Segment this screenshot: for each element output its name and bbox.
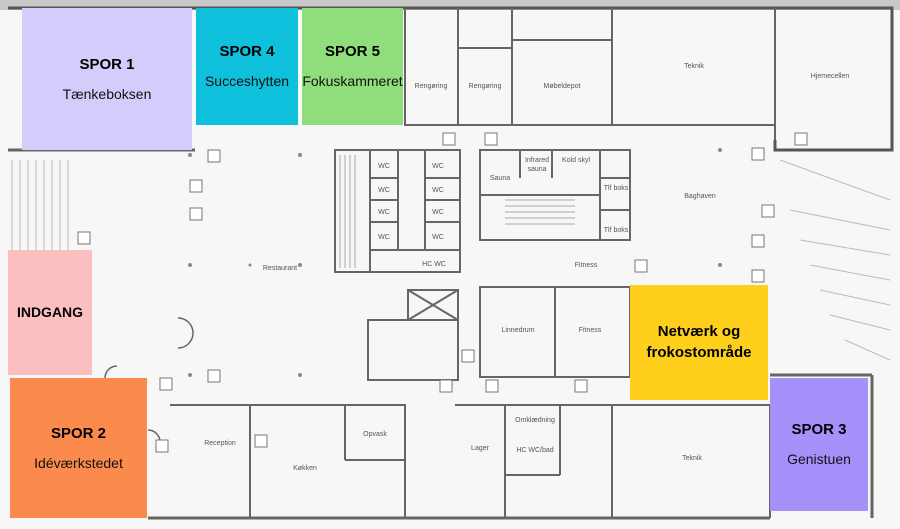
zone-spor3[interactable]: SPOR 3 Genistuen	[770, 378, 868, 511]
zone-netvaerk-line2: frokostområde	[646, 343, 752, 361]
zone-spor3-name: Genistuen	[787, 451, 851, 468]
room-label-wc: WC	[432, 163, 444, 170]
room-label-sauna: Sauna	[490, 175, 510, 182]
room-label-teknik-top: Teknik	[684, 63, 704, 70]
room-label-rengoring-1: Rengøring	[415, 83, 448, 90]
room-label-wc: WC	[378, 187, 390, 194]
zone-indgang-title: INDGANG	[16, 304, 84, 321]
zone-netvaerk-line1: Netværk og	[657, 323, 741, 341]
zone-spor4-title: SPOR 4	[219, 43, 275, 61]
room-label-wc: WC	[432, 187, 444, 194]
room-label-kold-skyl: Kold skyl	[562, 157, 590, 164]
room-label-rengoring-2: Rengøring	[469, 83, 502, 90]
room-label-infrared-1: Infrared	[525, 157, 549, 164]
room-label-fitness-2: Fitness	[579, 327, 602, 334]
zone-spor4[interactable]: SPOR 4 Succeshytten	[196, 8, 298, 125]
zone-spor2[interactable]: SPOR 2 Idéværkstedet	[10, 378, 147, 518]
room-label-wc: WC	[378, 163, 390, 170]
room-label-restaurant: Restaurant	[263, 265, 297, 272]
room-label-teknik-bottom: Teknik	[682, 455, 702, 462]
room-label-hc-wc-bad: HC WC/bad	[516, 447, 553, 454]
zone-spor5-title: SPOR 5	[324, 43, 381, 61]
zone-spor2-name: Idéværkstedet	[34, 454, 123, 471]
room-label-tlf-boks-1: Tlf boks	[604, 185, 629, 192]
room-label-wc: WC	[378, 209, 390, 216]
room-label-opvask: Opvask	[363, 431, 387, 438]
room-label-wc: WC	[432, 209, 444, 216]
zone-spor5-name: Fokuskammeret	[302, 73, 403, 90]
room-label-tlf-boks-2: Tlf boks	[604, 227, 629, 234]
room-label-fitness-1: Fitness	[575, 262, 598, 269]
room-label-omklaedning: Omklædning	[515, 417, 555, 424]
zone-spor1[interactable]: SPOR 1 Tænkeboksen	[22, 8, 192, 150]
room-label-infrared-2: sauna	[527, 166, 546, 173]
zone-spor3-title: SPOR 3	[791, 421, 847, 439]
room-label-hc-wc: HC WC	[422, 261, 446, 268]
room-label-baghaven: Baghaven	[684, 193, 716, 200]
room-label-linnedrum: Linnedrum	[501, 327, 534, 334]
room-label-kokken: Køkken	[293, 465, 317, 472]
zone-spor1-name: Tænkeboksen	[62, 85, 152, 102]
zone-spor1-title: SPOR 1	[79, 55, 135, 73]
room-label-mobeldepot: Møbeldepot	[544, 83, 581, 90]
zone-spor2-title: SPOR 2	[50, 424, 107, 442]
room-label-lager: Lager	[471, 445, 490, 452]
zone-netvaerk[interactable]: Netværk og frokostområde	[630, 285, 768, 400]
room-label-hjemecellen: Hjemecellen	[811, 73, 850, 80]
room-label-wc: WC	[378, 234, 390, 241]
zone-spor5[interactable]: SPOR 5 Fokuskammeret	[302, 8, 403, 125]
zone-spor4-name: Succeshytten	[204, 73, 290, 90]
room-label-reception: Reception	[204, 440, 236, 447]
room-label-wc: WC	[432, 234, 444, 241]
zone-indgang[interactable]: INDGANG	[8, 250, 92, 375]
